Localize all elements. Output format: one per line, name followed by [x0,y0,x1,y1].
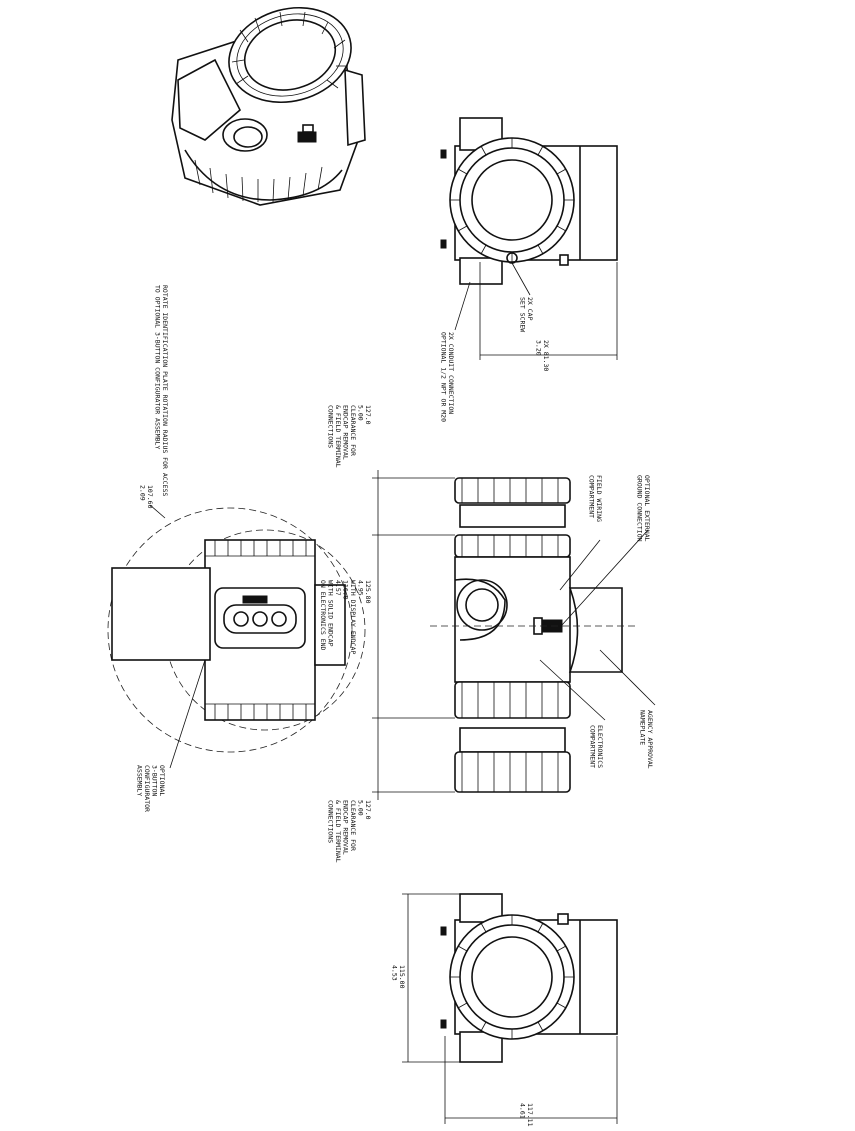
clearance-bottom-label: 127.05.00CLEARANCE FORENDCAP REMOVAL& FI… [327,800,373,863]
bottom-dim-vert-label: 115.004.53 [391,965,407,989]
agency-label: AGENCY APPROVALNAMEPLATE [639,710,655,769]
conduit-note-label: 2X CONDUIT CONNECTIONOPTIONAL 1/2 NPT OR… [440,332,456,422]
optional-config-label: OPTIONAL3-BUTTONCONFIGURATORASSEMBLY [136,765,167,812]
plate-dim-label: 107.602.09 [139,485,155,509]
overall-dim-label: 125.804.95WITH DISPLAY ENDCAP116.04.57WI… [319,580,372,654]
clearance-top-label: 127.05.00CLEARANCE FORENDCAP REMOVAL& FI… [327,405,373,468]
isometric-view [171,6,366,206]
bottom-dim-horiz-label: 117.114.61 [519,1103,535,1127]
side-view-top [440,117,618,285]
plate-note-label: ROTATE IDENTIFICATION PLATE ROTATION RAD… [154,285,170,496]
side-view-bottom [440,893,618,1063]
electronics-label: ELECTRONICSCOMPARTMENT [589,725,605,768]
set-screw-label: 2X CAPSET SCREW [519,297,535,332]
top-view [430,477,635,793]
front-view [107,504,366,769]
field-wiring-label: FIELD WIRINGCOMPARTMENT [588,475,604,522]
side-dim-top-label: 2X 81.303.20 [535,340,551,371]
ext-ground-label: OPTIONAL EXTERNALGROUND CONNECTION [636,475,652,542]
